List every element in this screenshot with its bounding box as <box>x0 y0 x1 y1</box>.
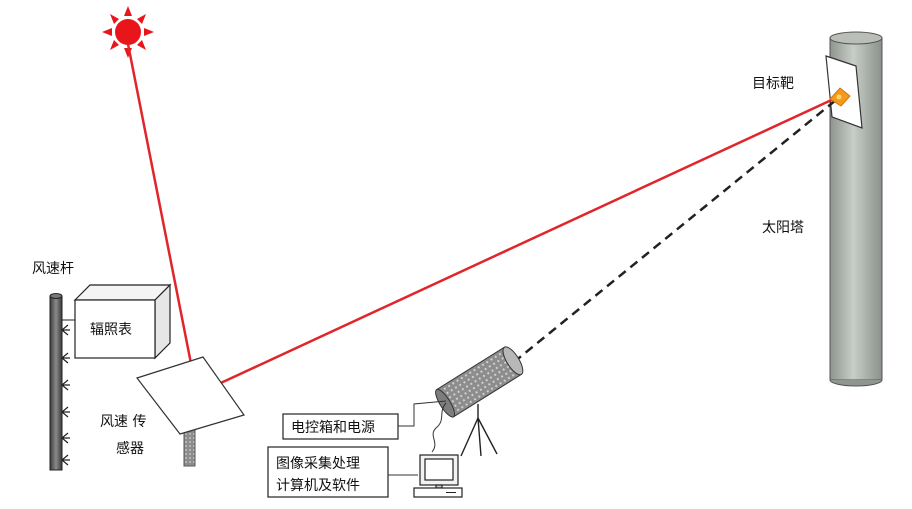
reflected-beam <box>196 95 839 396</box>
wind-sensor-label-line1: 风速 传 <box>100 414 146 430</box>
computer-icon <box>413 454 463 498</box>
heliostat <box>136 356 245 467</box>
tripod <box>460 404 498 457</box>
irradiance-meter-label: 辐照表 <box>90 322 132 338</box>
wind-sensor-label-line2: 感器 <box>116 440 144 457</box>
tower-label: 太阳塔 <box>762 220 804 236</box>
target-label: 目标靶 <box>752 76 794 92</box>
computer-box <box>267 446 389 498</box>
wind-pole <box>49 293 63 471</box>
sun-icon <box>102 6 154 58</box>
camera-sight-line <box>513 99 837 363</box>
irradiance-meter-box <box>73 283 172 360</box>
heliostat-mirror <box>136 356 245 435</box>
control-box <box>282 413 399 440</box>
wind-pole-label: 风速杆 <box>32 261 74 277</box>
heliostat-stand <box>183 429 196 467</box>
computer-label-line2: 计算机及软件 <box>276 478 360 494</box>
cables <box>388 400 447 476</box>
camera <box>435 346 524 418</box>
computer-label-line1: 图像采集处理 <box>276 455 360 472</box>
control-box-label: 电控箱和电源 <box>291 420 375 436</box>
incident-beam <box>126 43 199 395</box>
target-spot-core <box>836 94 842 100</box>
wind-pole-sensors <box>61 324 70 466</box>
